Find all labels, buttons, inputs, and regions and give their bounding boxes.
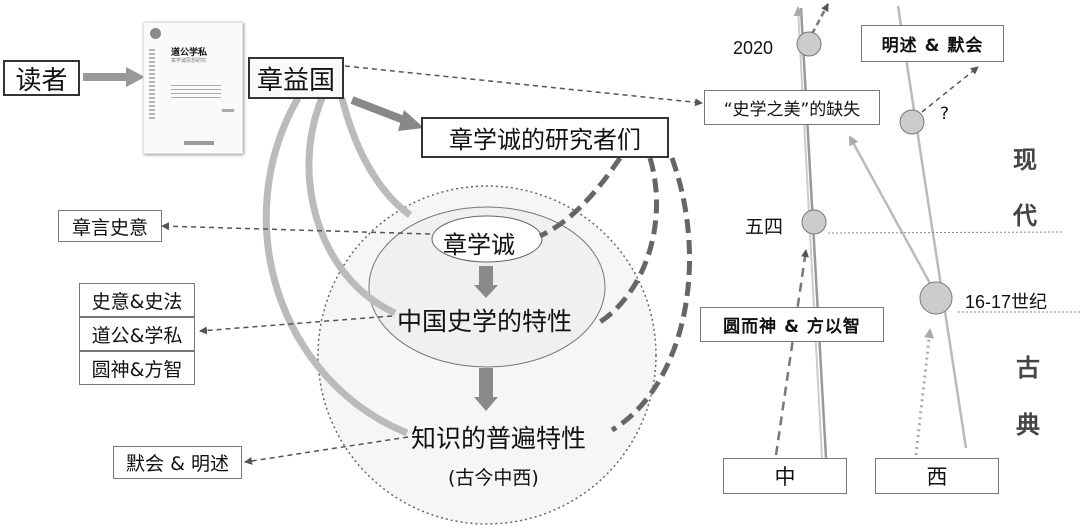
zhangyan-label: 章言史意 (71, 216, 148, 239)
inner-ellipse (431, 215, 543, 263)
book-publisher-mark (184, 141, 214, 145)
author-arc-inner (338, 97, 413, 218)
reader-label: 读者 (15, 65, 68, 96)
west-note-box: 明述 & 默会 (861, 25, 1004, 62)
book-text-lines (171, 85, 221, 99)
ancient-char-1: 古 (1016, 353, 1040, 382)
modern-divider (827, 231, 1063, 234)
outer-subtitle: (古今中西) (448, 467, 539, 489)
outer-to-tacit-arrow (244, 436, 409, 465)
loss-label: “史学之美”的缺失 (723, 100, 861, 120)
research-dash-1 (538, 156, 623, 239)
ancient-char-2: 典 (1016, 410, 1040, 439)
book-seal-icon (150, 28, 161, 39)
modern-char-1: 现 (1013, 145, 1037, 174)
west-box: 西 (875, 458, 999, 494)
loss-box: “史学之美”的缺失 (704, 90, 880, 125)
research-dash-3 (610, 157, 692, 433)
book-cover: 道公学私 章学诚思想研究 (143, 22, 243, 154)
west-label: 西 (926, 465, 948, 489)
west-to-loss-line (848, 135, 940, 299)
east-dash-arrow (774, 249, 809, 456)
author-to-loss-arrow (344, 65, 703, 107)
tacit-box: 默会 & 明述 (113, 446, 242, 479)
pair-label-3: 圆神&方智 (91, 358, 183, 381)
west-line (896, 5, 968, 449)
west-note-label: 明述 & 默会 (881, 36, 984, 56)
author-label: 章益国 (256, 65, 335, 96)
pair-box-3: 圆神&方智 (79, 351, 195, 385)
book-author-mark (222, 109, 234, 112)
year-2020-dash-arrow (810, 3, 830, 35)
book-title: 道公学私 (171, 48, 208, 58)
tacit-label: 默会 & 明述 (126, 453, 229, 475)
outer-title: 知识的普遍特性 (411, 424, 587, 453)
year-2020-label: 2020 (733, 38, 774, 58)
east-label: 中 (774, 465, 796, 489)
west-dotted-arrow (914, 328, 935, 456)
node-west-modern (899, 109, 925, 135)
author-box: 章益国 (248, 57, 344, 99)
node-century (919, 281, 953, 315)
author-arc-mid (305, 96, 397, 317)
west-question-dash-arrow (921, 66, 979, 113)
researchers-label: 章学诚的研究者们 (449, 126, 641, 154)
east-note-box: 圆而神 & 方以智 (700, 307, 884, 342)
author-arc-outer (262, 96, 409, 437)
zhangyan-box: 章言史意 (58, 210, 162, 242)
reader-box: 读者 (3, 60, 80, 96)
down-arrow-1 (474, 266, 498, 298)
reader-arrow (83, 67, 145, 87)
book-subtitle: 章学诚思想研究 (171, 58, 207, 64)
pair-label-2: 道公&学私 (91, 324, 183, 347)
research-dash-2 (598, 157, 659, 325)
inner-title: 章学诚 (443, 231, 515, 259)
east-box: 中 (723, 458, 847, 494)
pair-box-2: 道公&学私 (79, 317, 195, 351)
century-label: 16-17世纪 (965, 292, 1048, 312)
mid-title: 中国史学的特性 (397, 307, 573, 336)
wusi-label: 五四 (745, 216, 784, 238)
node-2020 (796, 31, 822, 57)
modern-char-2: 代 (1013, 201, 1037, 230)
pair-label-1: 史意&史法 (91, 290, 183, 313)
author-to-researchers-arrow (350, 96, 424, 131)
researchers-box: 章学诚的研究者们 (421, 117, 669, 158)
question-label: ? (940, 104, 950, 124)
node-wusi (801, 209, 827, 235)
book-spine (149, 49, 155, 119)
pair-box-1: 史意&史法 (79, 283, 195, 317)
down-arrow-2 (474, 368, 498, 411)
east-note-label: 圆而神 & 方以智 (723, 317, 861, 337)
